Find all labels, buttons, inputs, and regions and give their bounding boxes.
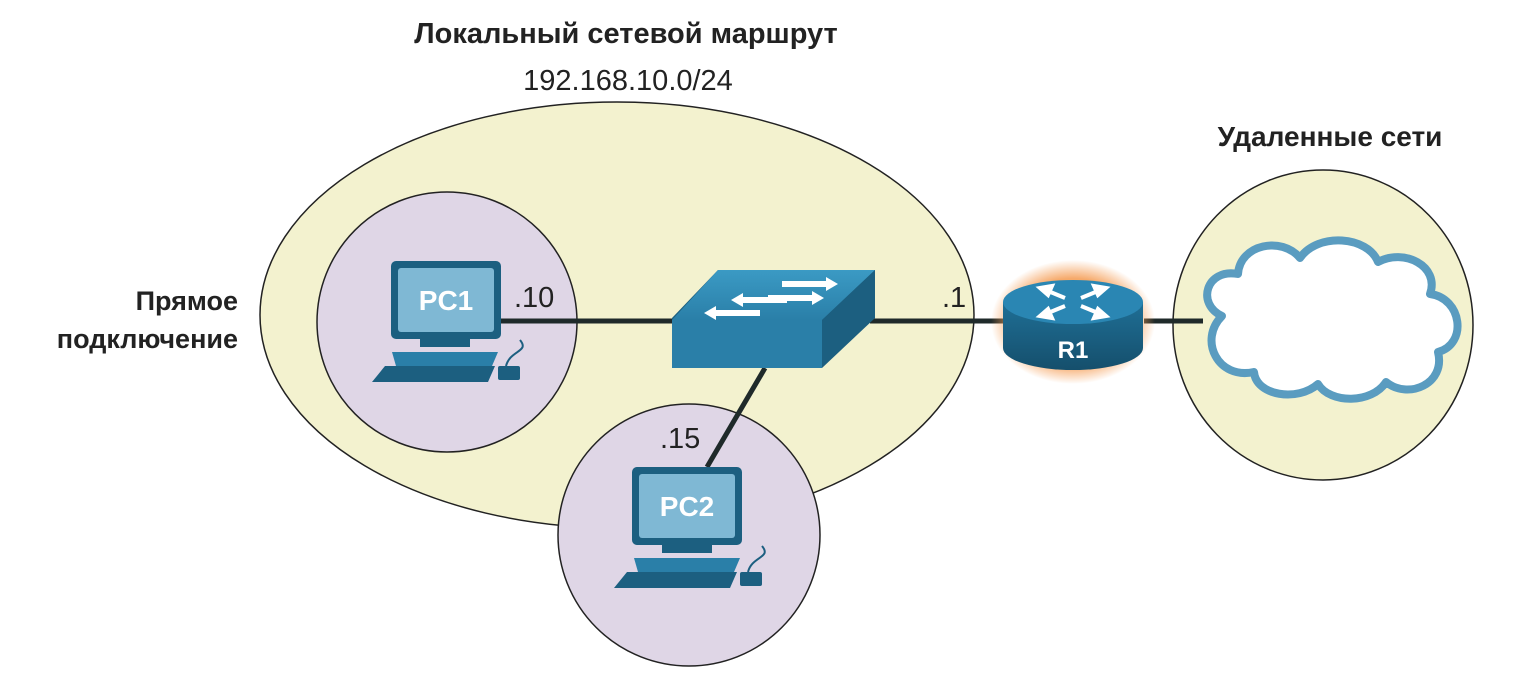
pc1-label: PC1 bbox=[419, 285, 473, 316]
pc2-label: PC2 bbox=[660, 491, 714, 522]
router-icon[interactable]: R1 bbox=[1003, 280, 1143, 370]
switch-icon[interactable] bbox=[672, 270, 875, 368]
direct-connection-line2: подключение bbox=[57, 324, 238, 354]
local-route-title: Локальный сетевой маршрут bbox=[414, 18, 837, 50]
link-switch-pc2 bbox=[704, 366, 768, 469]
pc1-address: .10 bbox=[514, 282, 554, 314]
pc2-computer-icon[interactable]: PC2 bbox=[614, 467, 766, 588]
cloud-icon bbox=[1203, 236, 1462, 403]
router-label: R1 bbox=[1058, 337, 1089, 364]
pc2-address: .15 bbox=[660, 423, 700, 455]
local-route-subnet: 192.168.10.0/24 bbox=[523, 65, 733, 97]
direct-connection-line1: Прямое bbox=[136, 286, 238, 316]
pc1-computer-icon[interactable]: PC1 bbox=[372, 261, 524, 382]
router-address: .1 bbox=[942, 282, 966, 314]
remote-networks-title: Удаленные сети bbox=[1218, 121, 1443, 152]
